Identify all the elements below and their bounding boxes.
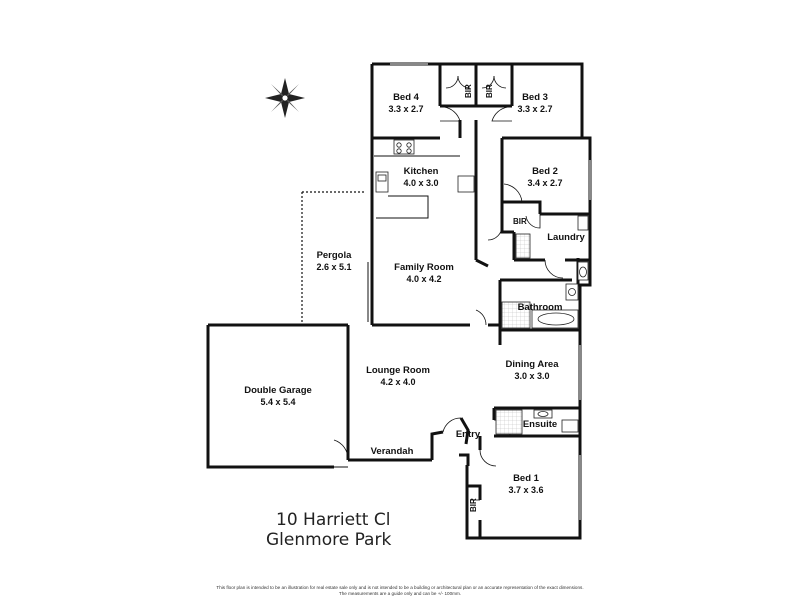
room-name-bed3: Bed 3 [522, 92, 548, 103]
interior-walls [372, 64, 590, 538]
room-name-bed2: Bed 2 [532, 166, 558, 177]
bir-label-bed1: BIR [469, 498, 478, 512]
bir-label-bed3: BIR [485, 84, 494, 98]
room-dims-dining: 3.0 x 3.0 [514, 371, 549, 381]
room-dims-garage: 5.4 x 5.4 [260, 397, 295, 407]
room-name-kitchen: Kitchen [404, 166, 439, 177]
bir-label-bed4: BIR [464, 84, 473, 98]
bir-label-bed2: BIR [513, 217, 527, 226]
disclaimer-line1: This floor plan is intended to be an ill… [216, 585, 583, 590]
pergola-outline [301, 191, 366, 323]
room-dims-bed1: 3.7 x 3.6 [508, 485, 543, 495]
room-name-lounge: Lounge Room [366, 365, 430, 376]
room-name-ensuite: Ensuite [523, 419, 557, 430]
room-dims-bed3: 3.3 x 2.7 [517, 104, 552, 114]
room-dims-family: 4.0 x 4.2 [406, 274, 441, 284]
kitchen-fixtures [374, 139, 475, 219]
exterior-walls [206, 62, 592, 540]
room-name-bed1: Bed 1 [513, 473, 540, 484]
room-name-dining: Dining Area [506, 359, 560, 370]
room-name-bathroom: Bathroom [518, 302, 563, 313]
room-name-verandah: Verandah [371, 446, 414, 457]
windows [390, 63, 591, 520]
room-dims-bed4: 3.3 x 2.7 [388, 104, 423, 114]
disclaimer-line2: The measurements are a guide only and ca… [339, 591, 461, 596]
room-dims-bed2: 3.4 x 2.7 [527, 178, 562, 188]
address-suburb: Glenmore Park [266, 530, 391, 550]
room-name-garage: Double Garage [244, 385, 312, 396]
room-name-family: Family Room [394, 262, 454, 273]
room-dims-kitchen: 4.0 x 3.0 [403, 178, 438, 188]
room-name-bed4: Bed 4 [393, 92, 420, 103]
room-dims-lounge: 4.2 x 4.0 [380, 377, 415, 387]
address-street: 10 Harriett Cl [276, 510, 390, 530]
compass-rose-icon [265, 78, 305, 118]
room-name-pergola: Pergola [317, 250, 353, 261]
room-name-laundry: Laundry [547, 232, 585, 243]
room-name-entry: Entry [456, 429, 481, 440]
room-dims-pergola: 2.6 x 5.1 [316, 262, 351, 272]
bathroom-fixtures [495, 215, 589, 435]
